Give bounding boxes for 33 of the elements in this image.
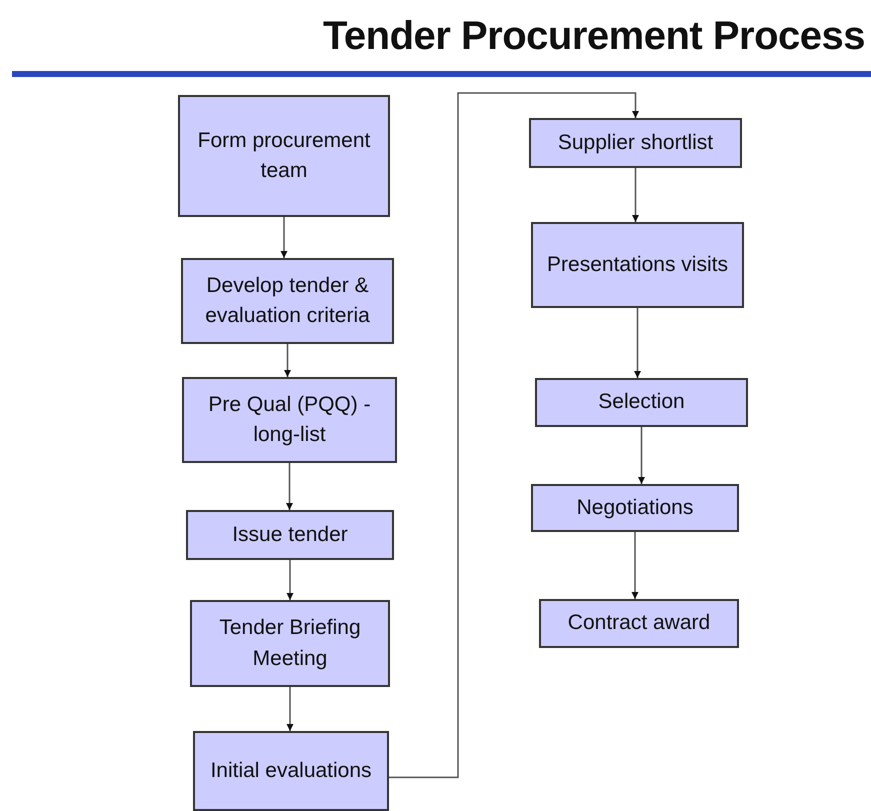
process-box xyxy=(193,731,389,811)
arrow xyxy=(286,560,294,600)
arrow xyxy=(632,168,639,222)
process-box xyxy=(531,222,744,308)
arrow xyxy=(632,532,638,599)
step-label: Develop tender & evaluation criteria xyxy=(204,272,371,329)
step-label: Issue tender xyxy=(231,522,349,548)
process-box xyxy=(186,510,394,560)
process-box xyxy=(529,118,742,168)
process-box xyxy=(190,600,390,687)
arrow xyxy=(286,463,293,510)
process-box xyxy=(178,95,390,217)
step-label: Pre Qual (PQQ) - long-list xyxy=(207,392,372,448)
arrow xyxy=(634,308,641,378)
step-label: Contract award xyxy=(566,610,712,636)
step-label: Presentations visits xyxy=(546,252,729,278)
process-box xyxy=(535,378,748,427)
process-box xyxy=(531,484,739,532)
step-label: Selection xyxy=(597,389,686,416)
step-label: Tender Briefing Meeting xyxy=(218,615,362,672)
arrow xyxy=(280,217,288,258)
step-label: Initial evaluations xyxy=(209,758,373,784)
process-box xyxy=(181,258,394,344)
arrow xyxy=(389,92,639,778)
arrow xyxy=(284,344,291,377)
arrow xyxy=(286,687,294,731)
process-box xyxy=(539,599,739,648)
arrow xyxy=(638,427,645,484)
diagram-title: Tender Procurement Process xyxy=(322,14,865,59)
process-box xyxy=(182,377,397,463)
step-label: Negotiations xyxy=(576,494,694,521)
step-label: Supplier shortlist xyxy=(556,130,714,156)
step-label: Form procurement team xyxy=(196,128,372,184)
